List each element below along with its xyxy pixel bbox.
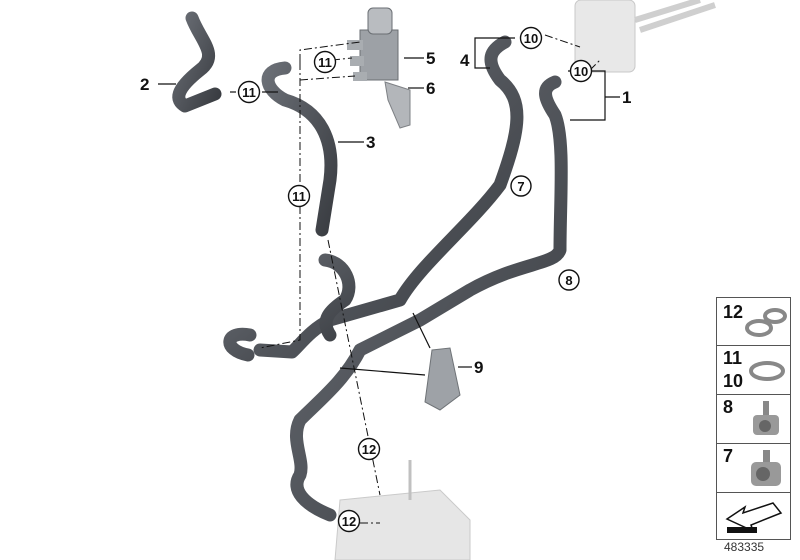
- legend-label: 12: [723, 302, 744, 322]
- callout-11-hose2: 11: [242, 85, 256, 100]
- callout-2: 2: [140, 75, 149, 94]
- hose-4: [253, 35, 524, 359]
- engine-component: [334, 460, 471, 560]
- callout-3: 3: [366, 133, 375, 152]
- coolant-valve: [347, 7, 399, 81]
- callout-7: 7: [517, 179, 524, 194]
- legend-item-pipe-clip-7[interactable]: 7: [716, 443, 791, 492]
- hose-1: [289, 75, 568, 522]
- legend-item-hose-clamp-12[interactable]: 12: [716, 297, 791, 345]
- legend-item-direction-arrow[interactable]: [716, 492, 791, 540]
- callout-11-valve: 11: [318, 55, 332, 70]
- legend-label: 7: [723, 446, 734, 466]
- heater-core-unit: [574, 0, 716, 73]
- legend-item-pipe-clip-8[interactable]: 8: [716, 394, 791, 443]
- legend-label: 11: [723, 348, 743, 368]
- reference-number: 483335: [724, 540, 765, 554]
- hose-clamp-double-icon: [745, 308, 787, 337]
- callout-6: 6: [426, 79, 435, 98]
- legend-item-hose-clamp-11-10[interactable]: 11 10: [716, 345, 791, 394]
- callout-9: 9: [474, 358, 483, 377]
- callout-5: 5: [426, 49, 435, 68]
- callout-10-upper: 10: [524, 31, 538, 46]
- hose-lower: [223, 253, 356, 362]
- holder: [424, 347, 461, 411]
- legend-label: 10: [723, 371, 744, 391]
- hoses: [172, 11, 568, 522]
- bracket: [384, 81, 411, 129]
- hose-3: [261, 61, 338, 237]
- callout-8: 8: [565, 273, 572, 288]
- callout-11-line: 11: [292, 189, 306, 204]
- callout-1: 1: [622, 88, 631, 107]
- hose-2: [172, 11, 222, 113]
- callout-12-engine: 12: [342, 514, 356, 529]
- hose-clamp-spring-icon: [749, 361, 785, 381]
- callout-10-lower: 10: [574, 64, 588, 79]
- callout-4: 4: [460, 51, 470, 70]
- callout-12-line: 12: [362, 442, 376, 457]
- direction-arrow-icon: [725, 502, 783, 533]
- legend-label: 8: [723, 397, 734, 417]
- pipe-clip-stud-icon: [753, 401, 779, 435]
- callout-circles: [237, 26, 593, 533]
- pipe-clip-tall-icon: [751, 450, 781, 486]
- parts-legend: 12 11 10 8 7: [716, 297, 791, 540]
- dash-dot-lines: [259, 34, 601, 524]
